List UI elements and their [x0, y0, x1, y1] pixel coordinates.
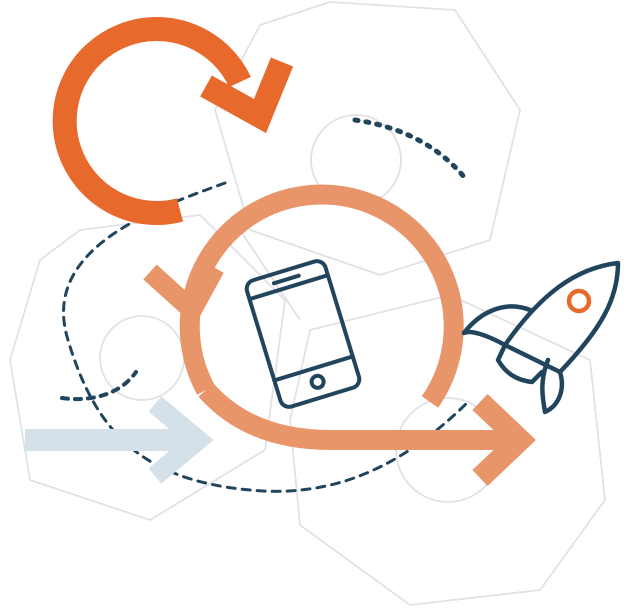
- dark-orange-refresh-arrow: [52, 17, 294, 225]
- hexagon-outline-shapes: [9, 1, 606, 606]
- smartphone-icon: [244, 259, 362, 409]
- light-blue-arrow: [25, 396, 214, 484]
- dotted-path: [352, 117, 468, 181]
- light-orange-loop-arrow: [143, 184, 536, 486]
- dashed-path: [62, 181, 472, 493]
- rocket-nozzle: [495, 342, 545, 385]
- dashed-hook: [60, 370, 138, 402]
- hexagon-top: [214, 1, 521, 276]
- rocket-right-fin: [540, 357, 565, 415]
- hexagon-left: [9, 214, 286, 521]
- hexagon-right: [289, 294, 606, 606]
- rocket-left-fin: [461, 304, 533, 348]
- rocket-window: [566, 288, 592, 314]
- rocket-body: [502, 260, 621, 375]
- hexagon-left-circle: [99, 315, 185, 401]
- rocket-icon: [461, 260, 621, 415]
